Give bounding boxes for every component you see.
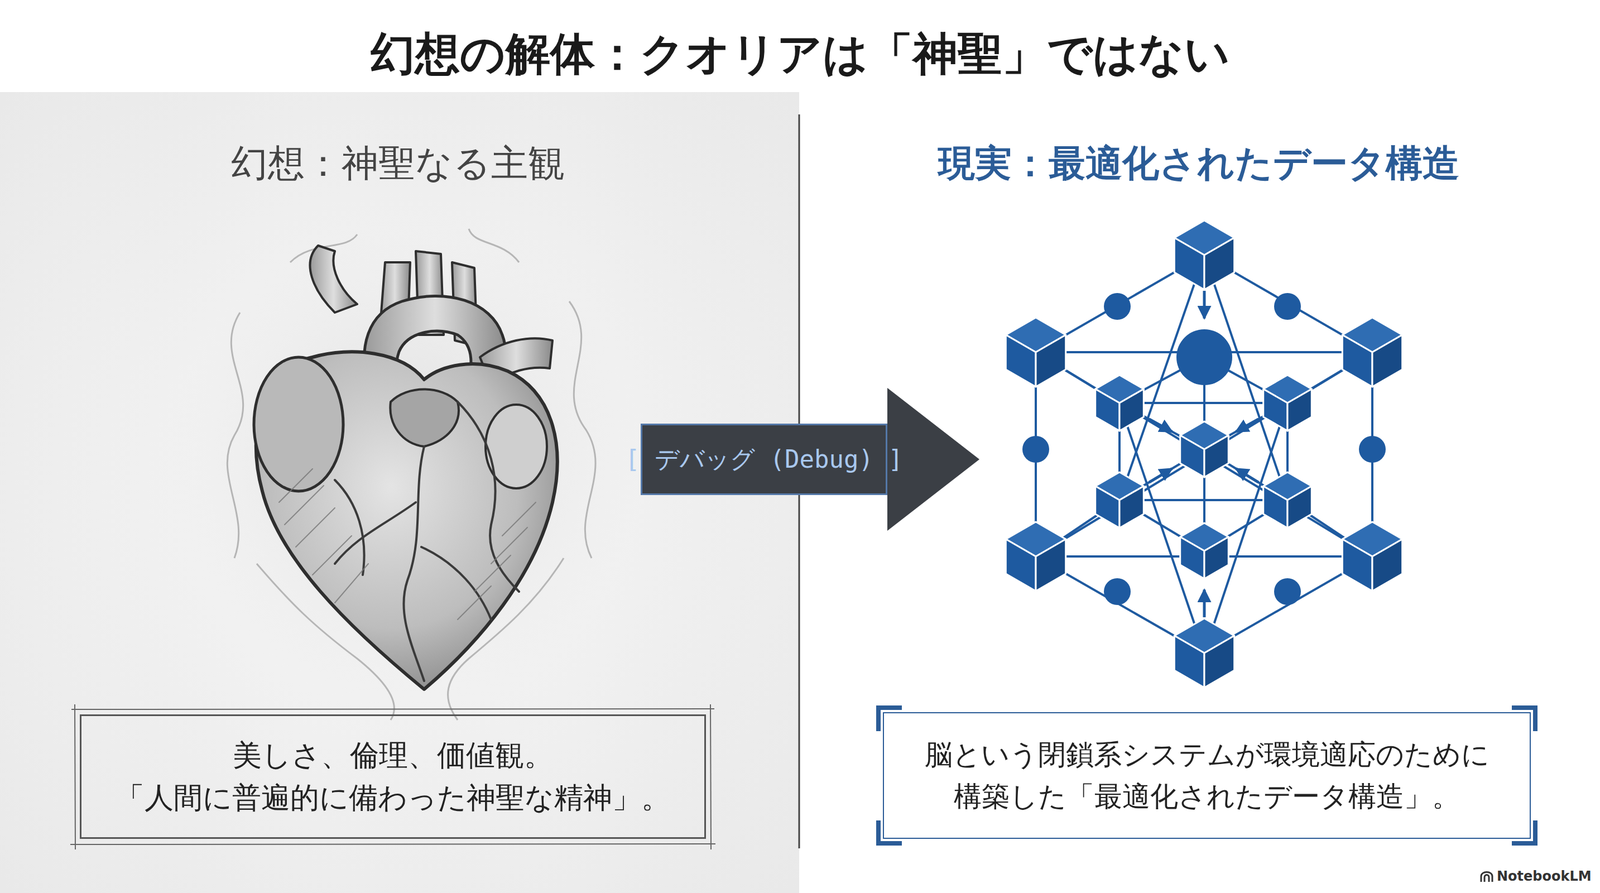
cube-right xyxy=(1204,435,1229,478)
cube xyxy=(1180,522,1229,579)
cube-left xyxy=(1095,486,1120,528)
network-arrow xyxy=(1149,468,1172,483)
hatch-lines xyxy=(279,468,369,603)
cube-left xyxy=(1005,539,1036,592)
hatching xyxy=(279,468,536,620)
wisp xyxy=(569,301,596,559)
network-link xyxy=(1119,498,1288,502)
sketch-frame xyxy=(70,704,716,850)
cube xyxy=(1263,375,1313,431)
cube-right xyxy=(1119,388,1144,431)
cube-right xyxy=(1119,486,1144,528)
arrow-label: [ デバッグ (Debug) ] xyxy=(640,423,888,496)
network-hub xyxy=(1176,329,1233,386)
vessel xyxy=(310,245,358,313)
text-box: 脳という閉鎖系システムが環境適応のために 構築した「最適化されたデータ構造」。 xyxy=(882,712,1531,839)
corner-brackets xyxy=(878,707,1536,844)
network-dot xyxy=(1358,435,1386,463)
cube-left xyxy=(1174,237,1205,290)
cube-left xyxy=(1095,388,1120,431)
cube xyxy=(1095,375,1145,431)
network-dot xyxy=(1103,578,1131,605)
cube xyxy=(1342,317,1402,387)
cube xyxy=(1174,618,1234,688)
cube-right xyxy=(1204,237,1235,290)
vessel-root xyxy=(390,389,459,448)
network-illustration xyxy=(1005,220,1402,688)
panel-heading: 幻想：神聖なる主観 xyxy=(118,141,677,186)
cube-right xyxy=(1287,388,1312,431)
right-atrium xyxy=(253,357,344,492)
network-arrow xyxy=(1203,589,1206,618)
cube xyxy=(1342,521,1402,592)
coronary-line xyxy=(334,502,416,564)
cube-left xyxy=(1263,486,1288,528)
coronary-line xyxy=(457,401,520,592)
cube-right xyxy=(1204,635,1235,688)
smoke-wisps xyxy=(227,228,596,720)
coronary-vessels xyxy=(334,401,520,681)
divider-line xyxy=(798,114,801,849)
sketch-line xyxy=(710,704,711,850)
coronary-line xyxy=(403,446,425,681)
box-text: 脳という閉鎖系システムが環境適応のために 構築した「最適化されたデータ構造」。 xyxy=(900,733,1513,818)
sketch-line xyxy=(70,843,716,845)
cube-left xyxy=(1263,388,1288,431)
cube-left xyxy=(1174,635,1205,688)
sketch-line xyxy=(71,708,715,710)
cube xyxy=(1174,220,1234,290)
network-arrow xyxy=(1236,419,1259,432)
cube xyxy=(1095,472,1145,528)
watermark: NotebookLM xyxy=(1496,868,1598,884)
cube-right xyxy=(1372,539,1403,592)
text-box: 美しさ、倫理、価値観。 「人間に普遍的に備わった神聖な精神」。 xyxy=(79,714,706,839)
heart-illustration xyxy=(253,245,558,690)
cube-right xyxy=(1204,536,1229,579)
network-arrow xyxy=(1203,290,1206,319)
cube xyxy=(1263,472,1313,528)
panel-node: 現実：最適化されたデータ構造脳という閉鎖系システムが環境適応のために 構築した「… xyxy=(979,133,1538,846)
coronary-line xyxy=(421,546,492,620)
paper-panel xyxy=(0,92,800,893)
icon-arc xyxy=(1481,872,1493,883)
wisp xyxy=(468,228,520,263)
network-dot xyxy=(1274,578,1301,605)
network-dot xyxy=(1274,292,1301,320)
cube-left xyxy=(1180,536,1205,579)
cube-right xyxy=(1035,334,1066,387)
cube xyxy=(1005,521,1066,592)
box-text: 美しさ、倫理、価値観。 「人間に普遍的に備わった神聖な精神」。 xyxy=(94,734,691,819)
cube-left xyxy=(1342,334,1373,387)
cube xyxy=(1005,317,1066,387)
cube-right xyxy=(1035,539,1066,592)
network-dot xyxy=(1022,435,1050,463)
diagram-title: 幻想の解体：クオリアは「神聖」ではない xyxy=(0,23,1600,85)
panel-node: 幻想：神聖なる主観美しさ、倫理、価値観。 「人間に普遍的に備わった神聖な精神」。 xyxy=(72,133,641,846)
cube xyxy=(1180,421,1229,478)
cube-right xyxy=(1372,334,1403,387)
network-arrow xyxy=(1236,468,1259,483)
wisp xyxy=(227,312,243,559)
icon-arc xyxy=(1484,875,1489,883)
sketch-line xyxy=(74,704,76,850)
watermark-icon xyxy=(1481,872,1493,883)
coronary-line xyxy=(334,479,365,575)
panel-heading: 現実：最適化されたデータ構造 xyxy=(891,141,1506,186)
cube-left xyxy=(1342,539,1373,592)
cube-left xyxy=(1180,435,1205,478)
block-arrow xyxy=(640,387,980,531)
hatch-lines xyxy=(457,502,536,620)
cube-left xyxy=(1005,334,1036,387)
network-dot xyxy=(1103,292,1131,320)
cube-right xyxy=(1287,486,1312,528)
heart-shadow xyxy=(173,217,642,709)
network-arrow xyxy=(1149,419,1172,432)
